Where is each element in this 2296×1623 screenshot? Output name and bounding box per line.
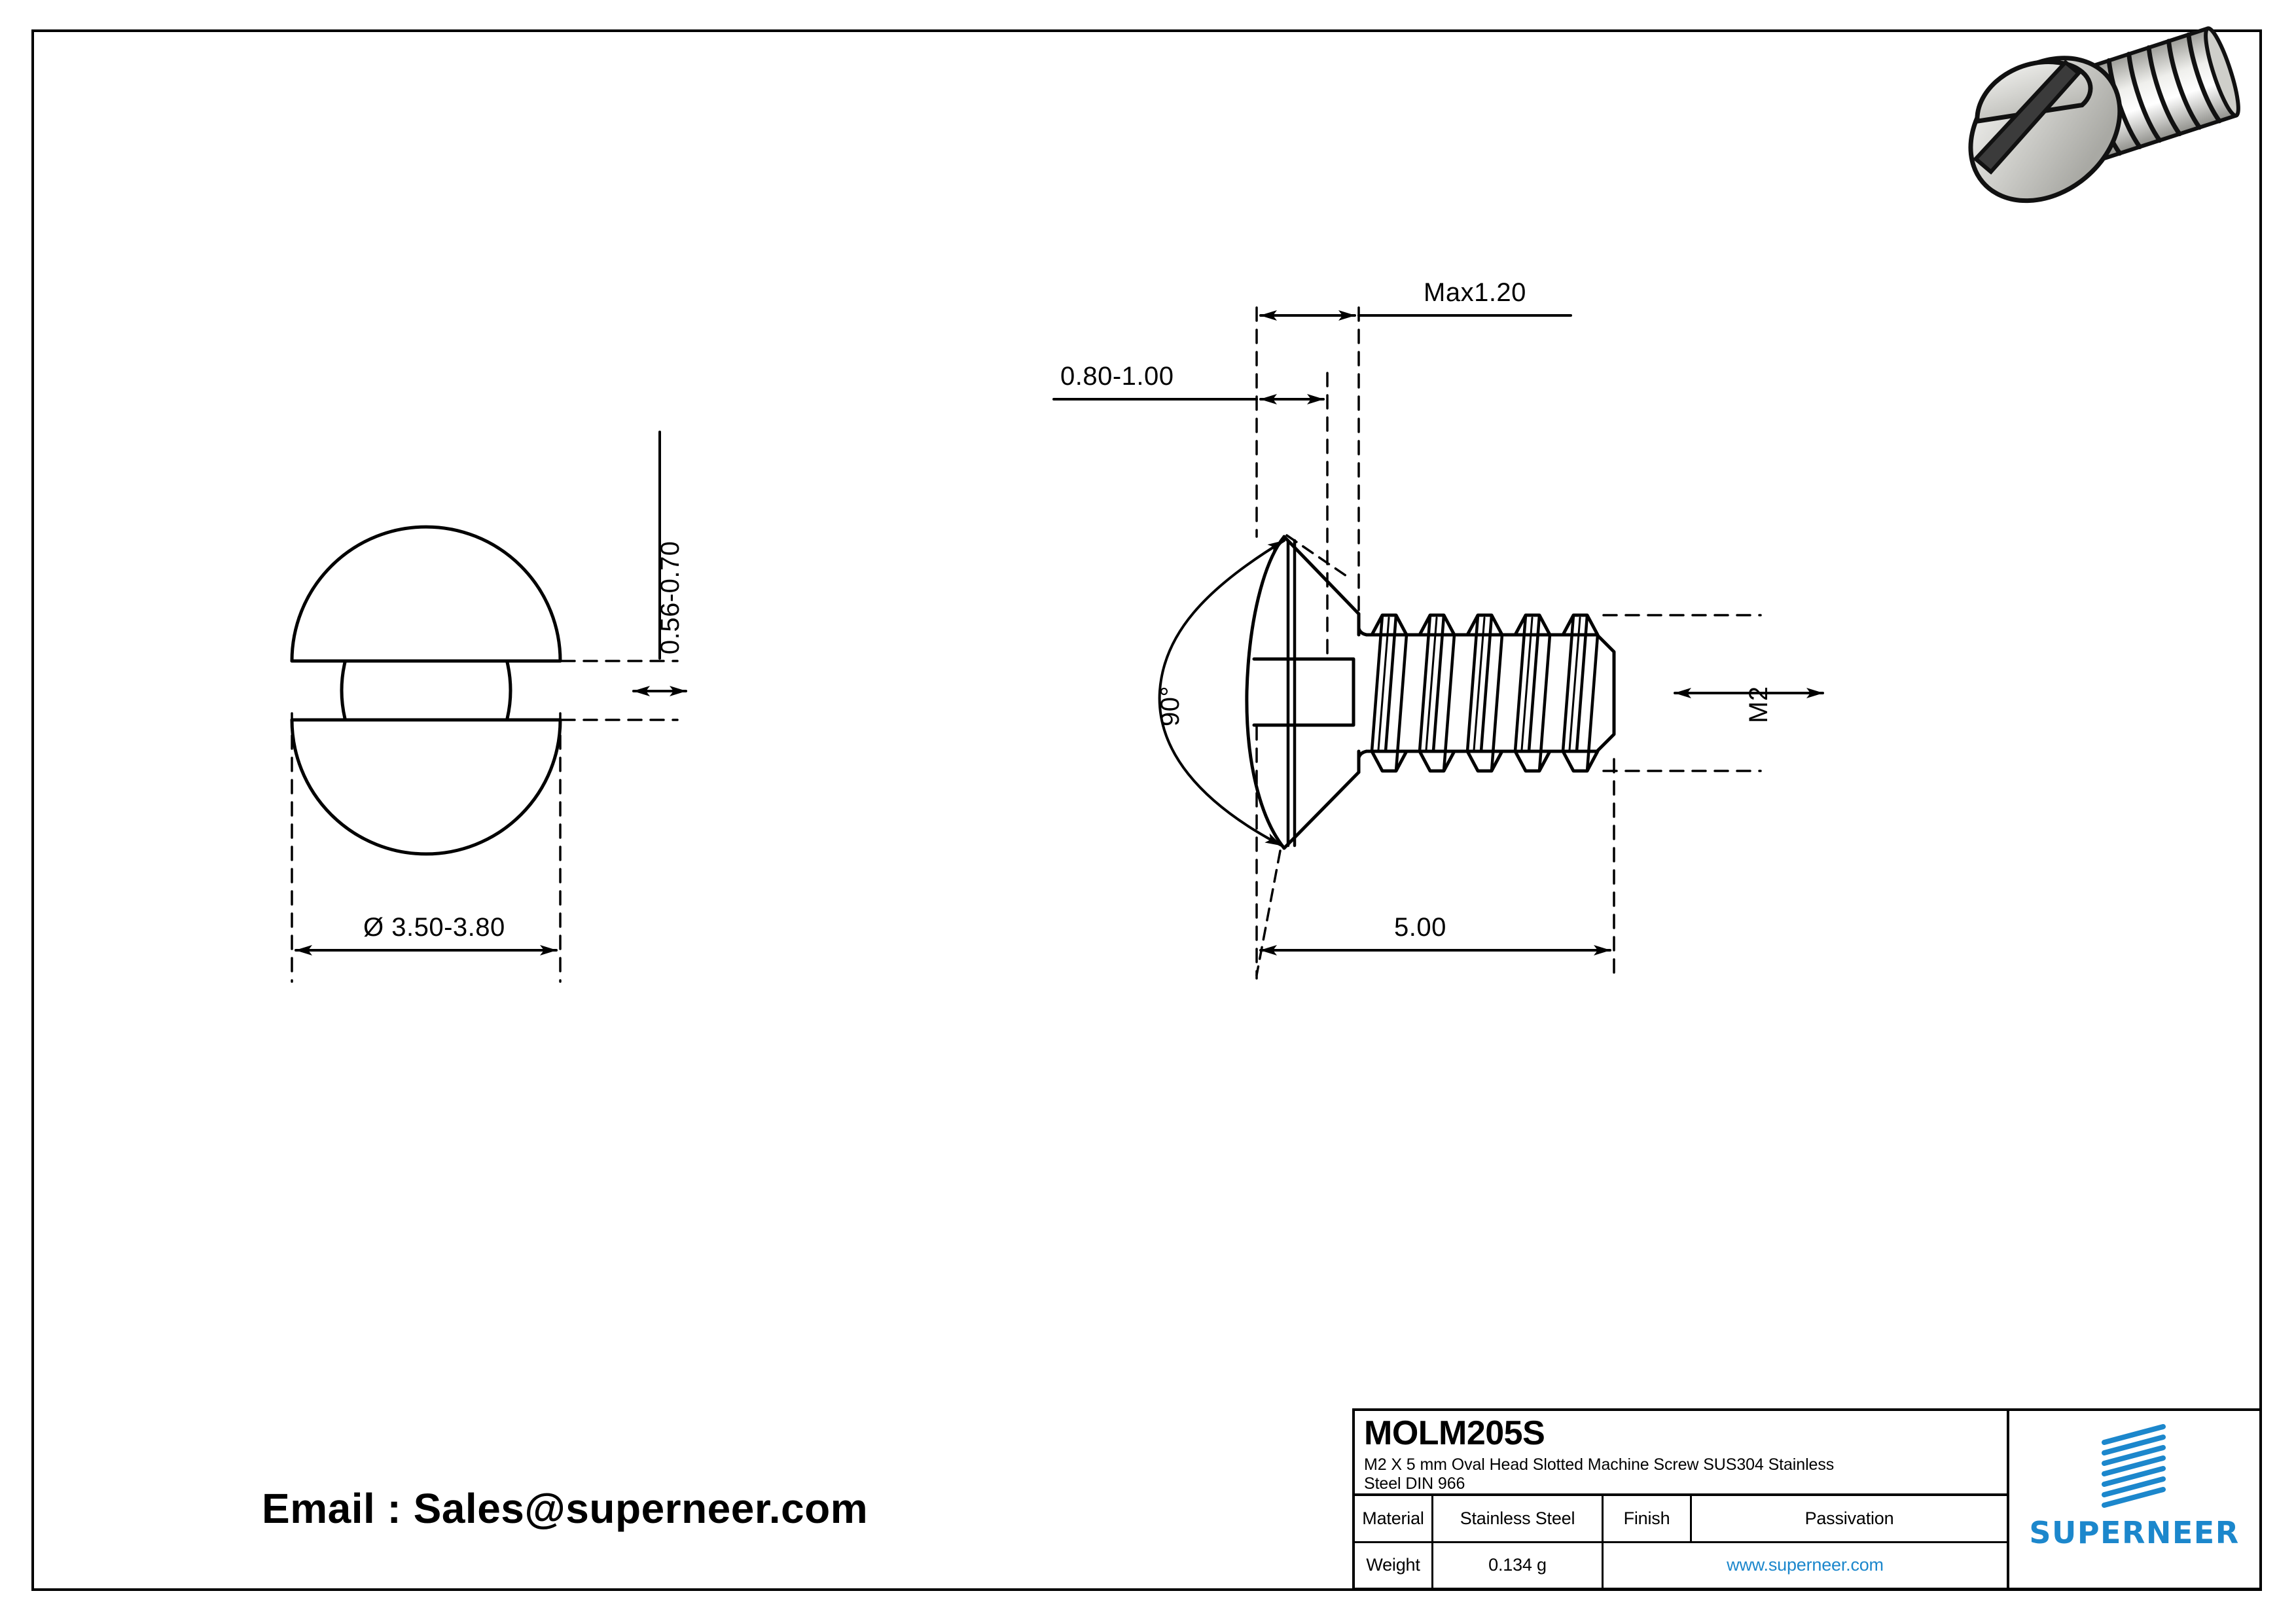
material-label: Material bbox=[1355, 1496, 1433, 1541]
part-description-line1: M2 X 5 mm Oval Head Slotted Machine Scre… bbox=[1364, 1455, 1835, 1474]
website-link[interactable]: www.superneer.com bbox=[1727, 1555, 1884, 1575]
title-block-main: MOLM205S M2 X 5 mm Oval Head Slotted Mac… bbox=[1355, 1411, 2009, 1588]
part-description-line2: Steel DIN 966 bbox=[1364, 1474, 1465, 1493]
dim-head-max-height-label: Max1.20 bbox=[1424, 278, 1526, 307]
drawing-border bbox=[31, 29, 2262, 1591]
title-block-row-material: Material Stainless Steel Finish Passivat… bbox=[1355, 1496, 2007, 1543]
superneer-logo-icon bbox=[2102, 1424, 2166, 1508]
part-description: M2 X 5 mm Oval Head Slotted Machine Scre… bbox=[1364, 1455, 1999, 1493]
dim-head-diameter-label: Ø 3.50-3.80 bbox=[363, 913, 505, 942]
finish-label: Finish bbox=[1604, 1496, 1692, 1541]
brand-logo-area: SUPERNEER bbox=[2009, 1411, 2259, 1588]
weight-value: 0.134 g bbox=[1433, 1543, 1604, 1588]
brand-name: SUPERNEER bbox=[2029, 1515, 2240, 1550]
title-block: MOLM205S M2 X 5 mm Oval Head Slotted Mac… bbox=[1352, 1408, 2262, 1590]
title-block-row-weight: Weight 0.134 g www.superneer.com bbox=[1355, 1543, 2007, 1588]
dim-head-height-label: 0.56-0.70 bbox=[656, 541, 685, 654]
dim-slot-depth-label: 0.80-1.00 bbox=[1060, 362, 1174, 391]
finish-value: Passivation bbox=[1804, 1508, 1894, 1528]
dim-head-angle-label: 90° bbox=[1156, 686, 1185, 726]
part-number: MOLM205S bbox=[1364, 1414, 1545, 1452]
material-value: Stainless Steel bbox=[1433, 1496, 1604, 1541]
dim-overall-length-label: 5.00 bbox=[1394, 913, 1446, 942]
dim-thread-size-label: M2 bbox=[1744, 686, 1773, 723]
weight-label: Weight bbox=[1355, 1543, 1433, 1588]
title-block-description-area: MOLM205S M2 X 5 mm Oval Head Slotted Mac… bbox=[1355, 1411, 2007, 1496]
contact-email: Email : Sales@superneer.com bbox=[262, 1485, 869, 1532]
